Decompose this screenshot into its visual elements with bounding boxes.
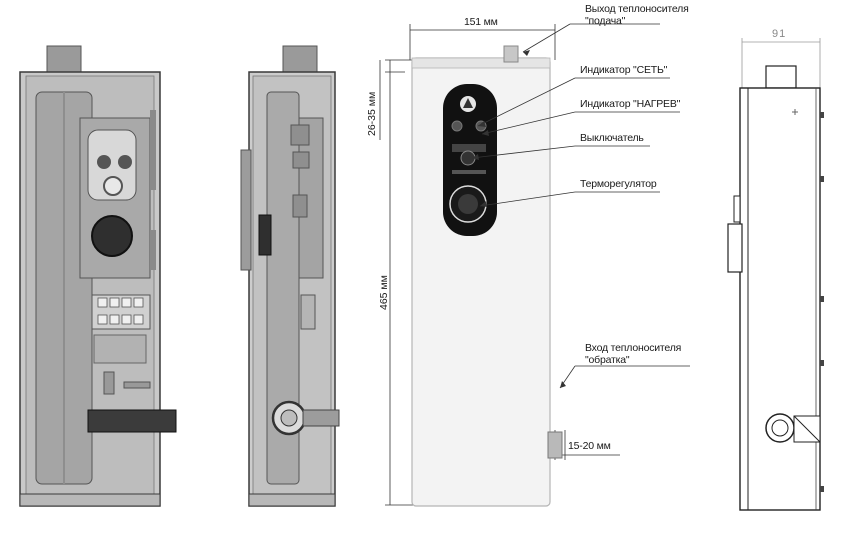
top-offset-dimension: 26-35 мм (366, 91, 378, 136)
switch-callout: Выключатель (580, 132, 644, 144)
power-indicator-callout: Индикатор "СЕТЬ" (580, 64, 668, 76)
pipe-protrusion-dimension: 15-20 мм (568, 440, 611, 452)
inlet-callout-line2: "обратка" (585, 354, 630, 366)
outlet-callout-line1: Выход теплоносителя (585, 3, 689, 15)
outlet-callout-line2: "подача" (585, 15, 626, 27)
thermostat-callout: Терморегулятор (580, 178, 657, 190)
width-dimension: 151 мм (464, 16, 498, 28)
inlet-callout-line1: Вход теплоносителя (585, 342, 682, 354)
side-outline-view: 91 (706, 0, 850, 546)
front-internal-view (0, 0, 185, 546)
front-exterior-view: 151 мм 26-35 мм 465 мм 15-20 мм Выход те… (360, 0, 700, 546)
height-dimension: 465 мм (378, 275, 390, 310)
depth-dimension: 91 (772, 28, 787, 40)
heat-indicator-callout: Индикатор "НАГРЕВ" (580, 98, 681, 110)
side-internal-view (215, 0, 340, 546)
